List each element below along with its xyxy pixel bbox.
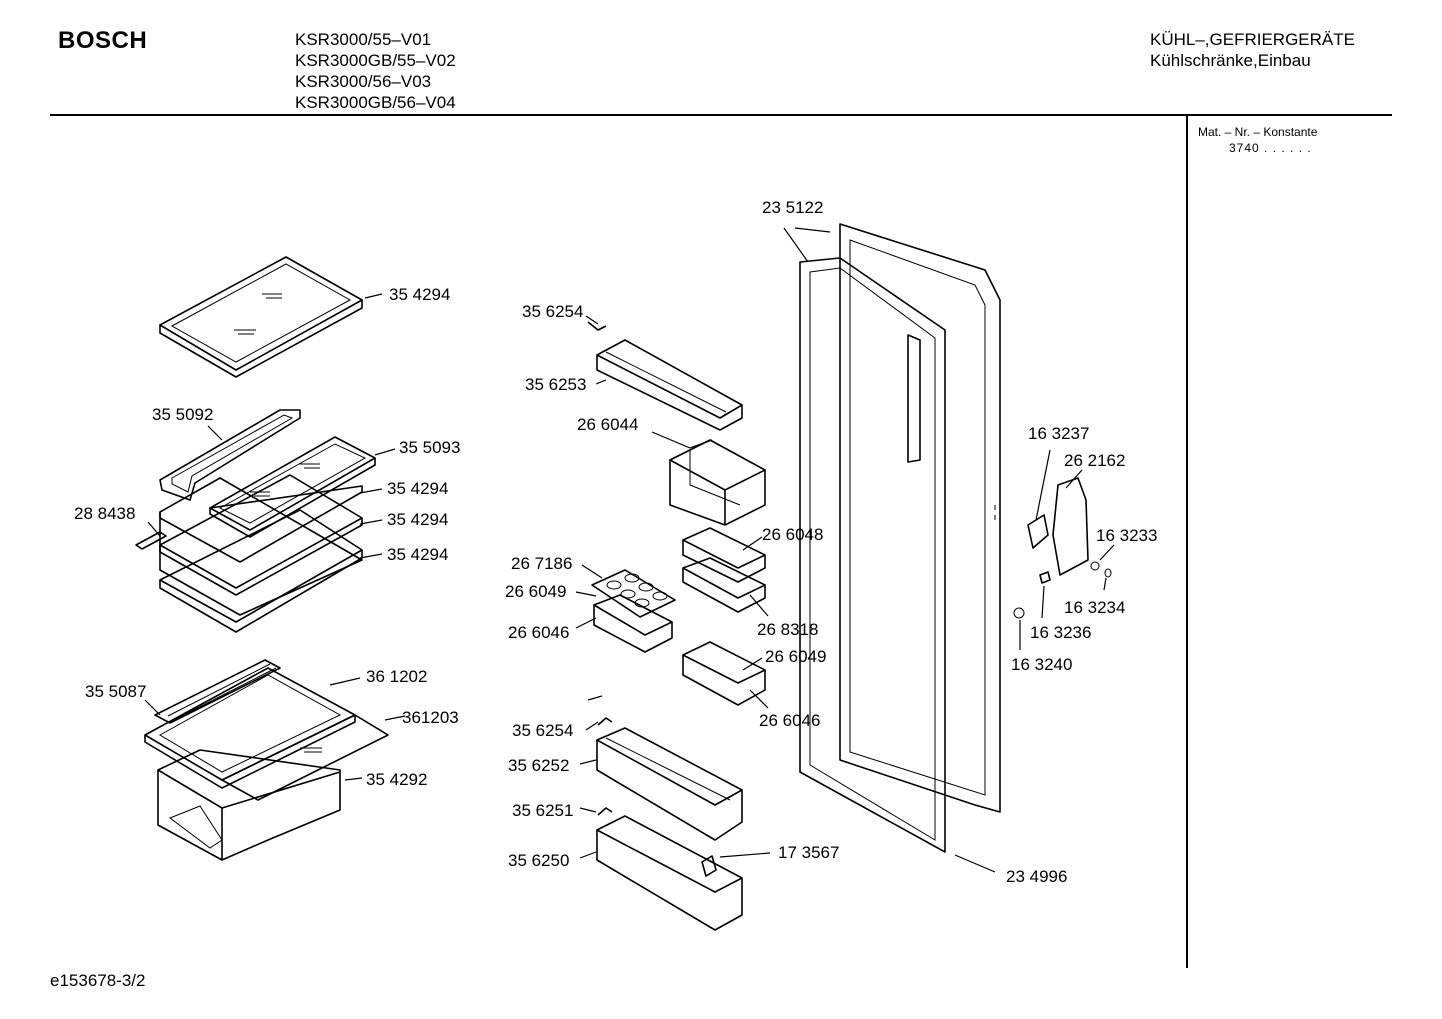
label-23-4996: 23 4996 [1006,867,1067,886]
label-26-8318: 26 8318 [757,620,818,639]
dairy-compartment[interactable] [669,439,766,526]
door-panel[interactable] [839,223,1001,813]
category-line-1: KÜHL–,GEFRIERGERÄTE [1150,30,1355,49]
label-361203: 361203 [402,708,459,727]
crisper-grille[interactable] [154,659,281,724]
bin-clip-1[interactable] [587,321,607,331]
door-gasket[interactable] [799,257,946,853]
label-28-8438: 28 8438 [74,504,135,523]
shelf-rail[interactable] [135,531,167,550]
label-26-6049-b: 26 6049 [765,647,826,666]
bushing[interactable] [1039,571,1051,584]
glass-shelf-2[interactable] [159,477,363,616]
label-16-3236: 16 3236 [1030,623,1091,642]
crisper-cover-rear[interactable] [221,714,389,801]
label-26-6049-a: 26 6049 [505,582,566,601]
label-26-6048: 26 6048 [762,525,823,544]
label-35-6253: 35 6253 [525,375,586,394]
label-35-4294-b: 35 4294 [387,479,448,498]
half-shelf-left[interactable] [159,409,301,501]
label-35-4294-top: 35 4294 [389,285,450,304]
washer-2[interactable] [1104,568,1112,578]
door-bin-upper[interactable] [596,339,743,431]
crisper-drawer[interactable] [157,749,341,861]
sidebar-divider [1186,116,1188,968]
mat-number-label: Mat. – Nr. – Konstante [1198,125,1318,139]
hinge-bracket[interactable] [907,334,921,463]
label-26-7186: 26 7186 [511,554,572,573]
bin-divider[interactable] [701,855,717,877]
mat-number-value: 3740 . . . . . . [1229,141,1312,155]
door-bin-bottom[interactable] [596,815,743,931]
crisper-cover[interactable] [144,667,356,789]
footer-code: e153678-3/2 [50,971,146,990]
label-35-6251: 35 6251 [512,801,573,820]
category-line-2: Kühlschränke,Einbau [1150,51,1311,70]
model-3: KSR3000/56–V03 [295,72,432,91]
label-16-3237: 16 3237 [1028,424,1089,443]
label-35-5093: 35 5093 [399,438,460,457]
model-list: KSR3000/55–V01 KSR3000GB/55–V02 KSR3000/… [295,29,456,113]
label-35-5092: 35 5092 [152,405,213,424]
label-16-3240: 16 3240 [1011,655,1072,674]
small-bin-3[interactable] [682,641,766,706]
label-17-3567: 17 3567 [778,843,839,862]
label-26-6046-b: 26 6046 [759,711,820,730]
label-26-2162: 26 2162 [1064,451,1125,470]
glass-shelf-4[interactable] [159,509,363,633]
hinge-plate[interactable] [1052,477,1089,576]
model-2: KSR3000GB/55–V02 [295,51,456,70]
washer-1[interactable] [1090,561,1100,571]
label-35-4294-d: 35 4294 [387,545,448,564]
label-36-1202: 36 1202 [366,667,427,686]
bin-clip-3[interactable] [597,807,613,816]
door-bin-lower[interactable] [596,727,743,841]
label-35-6250: 35 6250 [508,851,569,870]
label-26-6046-a: 26 6046 [508,623,569,642]
glass-shelf-top[interactable] [159,256,363,378]
small-bin-2[interactable] [682,557,766,613]
label-35-4292: 35 4292 [366,770,427,789]
label-16-3233: 16 3233 [1096,526,1157,545]
egg-bin[interactable] [593,594,673,653]
cap[interactable] [1013,607,1025,619]
label-35-6252: 35 6252 [508,756,569,775]
small-bin-1[interactable] [682,527,766,583]
half-shelf-right[interactable] [209,436,376,538]
label-23-5122: 23 5122 [762,198,823,217]
egg-tray[interactable] [591,569,676,618]
label-16-3234: 16 3234 [1064,598,1125,617]
label-26-6044: 26 6044 [577,415,638,434]
hinge-pin[interactable] [1027,514,1049,549]
leader-lines [144,227,1115,873]
model-4: KSR3000GB/56–V04 [295,93,456,112]
glass-shelf-3[interactable] [159,474,363,596]
label-35-6254-a: 35 6254 [522,302,583,321]
brand-logo: BOSCH [58,27,148,54]
label-35-6254-b: 35 6254 [512,721,573,740]
bin-clip-2[interactable] [597,717,613,726]
label-35-4294-c: 35 4294 [387,510,448,529]
label-35-5087: 35 5087 [85,682,146,701]
header-divider [50,114,1392,116]
category: KÜHL–,GEFRIERGERÄTE Kühlschränke,Einbau [1150,29,1355,71]
model-1: KSR3000/55–V01 [295,30,432,49]
